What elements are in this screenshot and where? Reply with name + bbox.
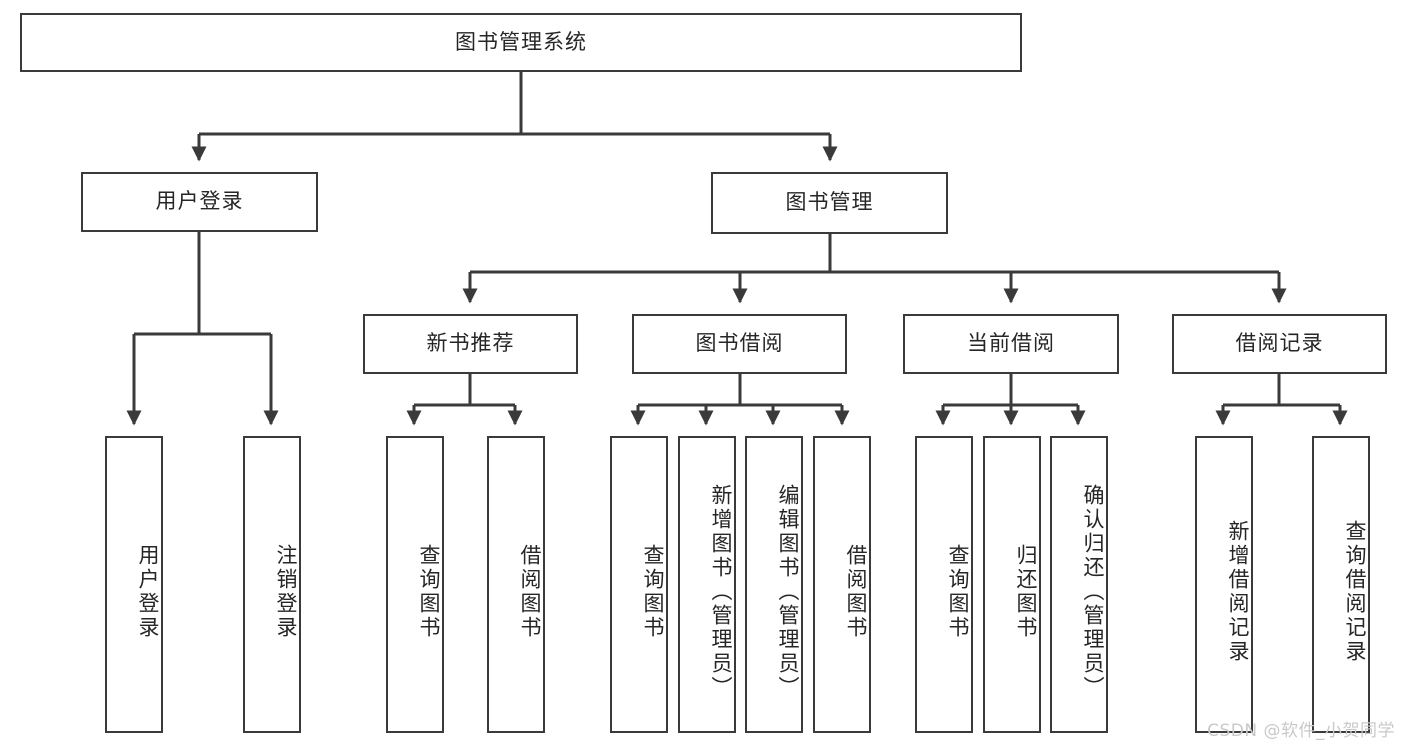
node-leaf-query-book-1-label: 查询图书 [417,543,441,640]
node-leaf-query-record-label: 查询借阅记录 [1343,519,1367,664]
node-leaf-query-book-2-label: 查询图书 [641,543,665,640]
node-leaf-return-book[interactable]: 归还图书 [983,436,1041,733]
node-leaf-add-book-label: 新增图书（管理员） [709,483,733,700]
node-book-manage-label: 图书管理 [785,190,874,215]
node-leaf-return-book-label: 归还图书 [1014,543,1038,640]
node-leaf-user-login[interactable]: 用户登录 [105,436,163,733]
node-current-borrow[interactable]: 当前借阅 [903,314,1119,374]
node-leaf-edit-book-label: 编辑图书（管理员） [776,483,800,700]
node-leaf-edit-book[interactable]: 编辑图书（管理员） [745,436,803,733]
node-leaf-confirm-return-label: 确认归还（管理员） [1081,483,1105,700]
node-leaf-user-login-label: 用户登录 [136,543,160,640]
node-leaf-borrow-book-2-label: 借阅图书 [844,543,868,640]
node-leaf-query-book-3-label: 查询图书 [946,543,970,640]
node-leaf-user-logout-label: 注销登录 [274,543,298,640]
node-leaf-query-book-3[interactable]: 查询图书 [915,436,973,733]
node-leaf-borrow-book-1[interactable]: 借阅图书 [487,436,545,733]
node-leaf-query-book-1[interactable]: 查询图书 [386,436,444,733]
node-leaf-add-record[interactable]: 新增借阅记录 [1195,436,1253,733]
node-root[interactable]: 图书管理系统 [20,13,1022,72]
node-leaf-user-logout[interactable]: 注销登录 [243,436,301,733]
node-leaf-add-record-label: 新增借阅记录 [1226,519,1250,664]
node-leaf-query-record[interactable]: 查询借阅记录 [1312,436,1370,733]
node-new-book-recommend[interactable]: 新书推荐 [363,314,578,374]
node-new-book-recommend-label: 新书推荐 [426,331,515,356]
node-current-borrow-label: 当前借阅 [967,331,1055,356]
node-leaf-confirm-return[interactable]: 确认归还（管理员） [1050,436,1108,733]
node-book-manage[interactable]: 图书管理 [711,172,948,234]
node-leaf-borrow-book-2[interactable]: 借阅图书 [813,436,871,733]
node-borrow-record[interactable]: 借阅记录 [1172,314,1387,374]
node-user-login-label: 用户登录 [155,189,244,214]
node-leaf-borrow-book-1-label: 借阅图书 [518,543,542,640]
node-book-borrow-label: 图书借阅 [695,331,784,356]
node-root-label: 图书管理系统 [455,29,587,54]
node-user-login[interactable]: 用户登录 [81,172,318,232]
node-leaf-add-book[interactable]: 新增图书（管理员） [678,436,736,733]
csdn-watermark: CSDN @软件_小贺同学 [1207,721,1395,741]
node-leaf-query-book-2[interactable]: 查询图书 [610,436,668,733]
node-book-borrow[interactable]: 图书借阅 [632,314,847,374]
node-borrow-record-label: 借阅记录 [1235,331,1324,356]
